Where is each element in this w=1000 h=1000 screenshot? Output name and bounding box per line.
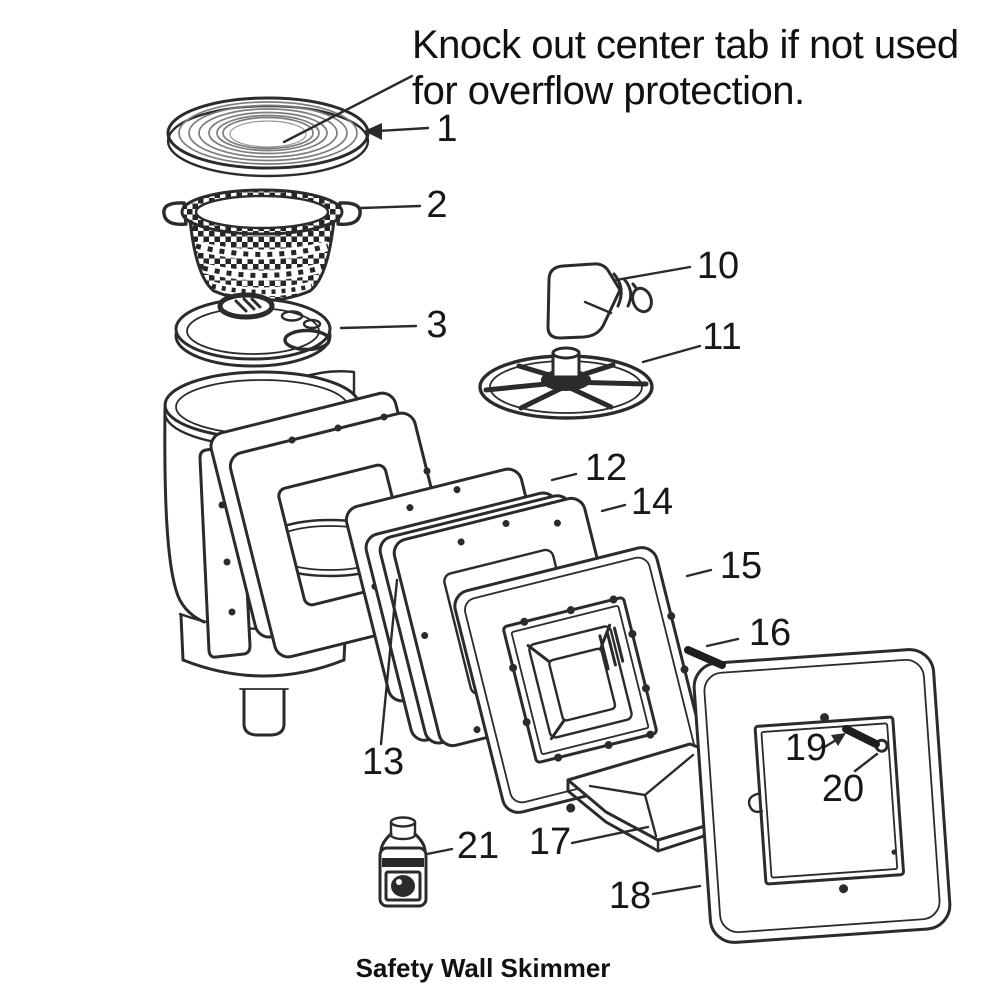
part-labels: 1 2 3 10 11 12 13 14 15 16 17 18 19 20 2… <box>362 108 864 917</box>
leader-lines <box>282 74 879 896</box>
sealant-bottle <box>378 816 428 908</box>
part-label-10: 10 <box>697 245 739 287</box>
rear-plate-top-screw <box>820 713 830 723</box>
rear-plate-bottom-screw <box>839 884 849 894</box>
part-label-18: 18 <box>609 875 651 917</box>
part-label-13: 13 <box>362 741 404 783</box>
part-label-14: 14 <box>631 481 673 523</box>
skimmer-basket <box>162 188 362 303</box>
part-label-12: 12 <box>585 447 627 489</box>
part-label-17: 17 <box>529 821 571 863</box>
part-label-19: 19 <box>785 727 827 769</box>
part-label-2: 2 <box>426 184 447 226</box>
part-label-11: 11 <box>702 316 741 358</box>
skimmer-lid <box>166 96 370 178</box>
part-label-20: 20 <box>822 768 864 810</box>
part-label-1: 1 <box>436 108 457 150</box>
diagram-caption: Safety Wall Skimmer <box>355 953 611 983</box>
part-label-16: 16 <box>749 612 791 654</box>
vacuum-plate <box>478 346 654 420</box>
part-label-21: 21 <box>457 825 499 867</box>
faceplate-screw <box>684 646 726 669</box>
arrowhead-part-19 <box>831 733 846 746</box>
annotation-text: Knock out center tab if not used for ove… <box>412 23 959 113</box>
arrowhead-part-1 <box>364 123 382 140</box>
elbow-fitting <box>546 262 653 340</box>
annotation-leader <box>282 74 414 144</box>
plate-screw <box>842 725 880 748</box>
part-label-3: 3 <box>426 304 447 346</box>
rear-plate <box>692 648 952 944</box>
part-label-15: 15 <box>720 545 762 587</box>
float-plate <box>174 292 332 368</box>
